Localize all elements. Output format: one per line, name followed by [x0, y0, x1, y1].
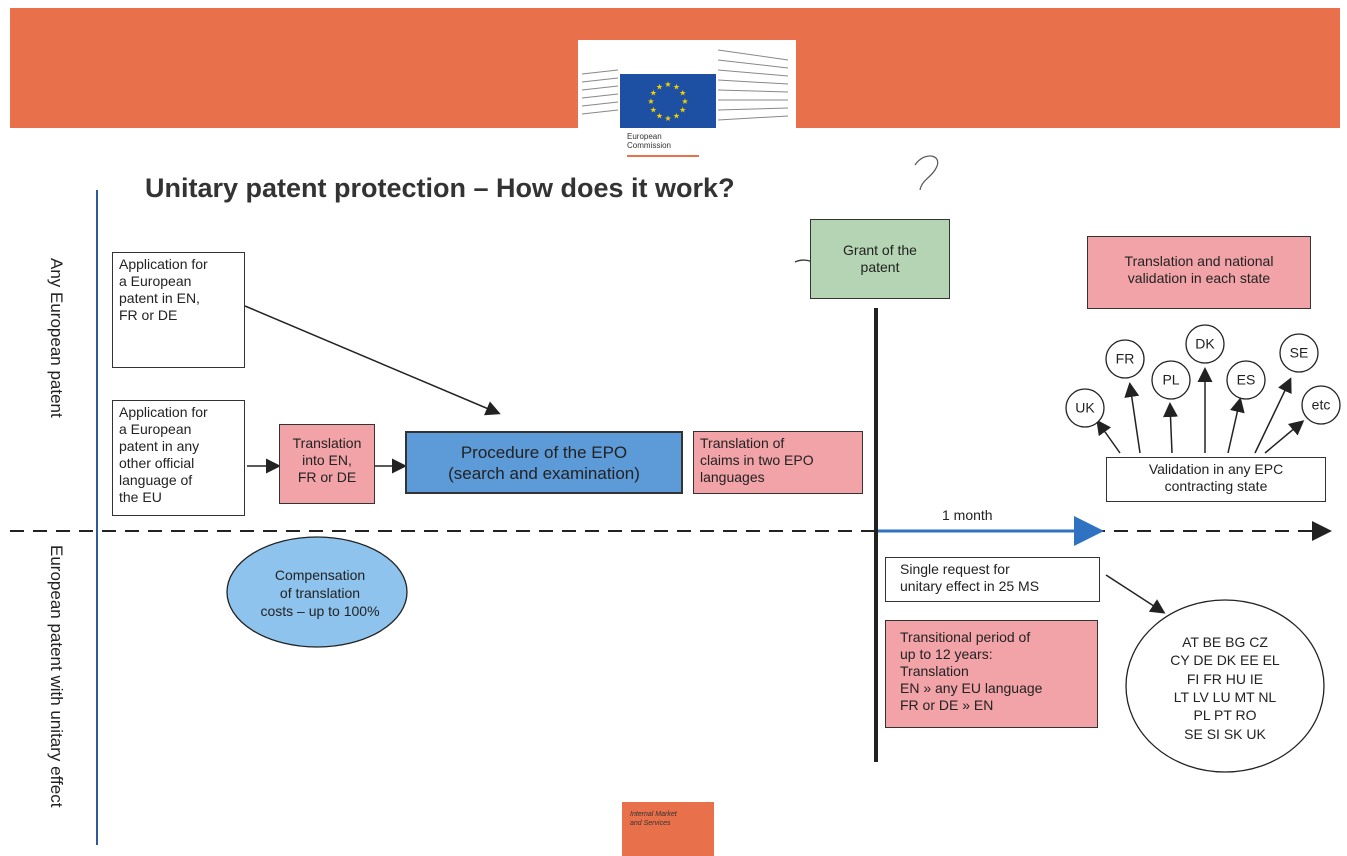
- state-label-pl: PL: [1162, 372, 1179, 388]
- state-circle-etc: [1301, 385, 1341, 425]
- application-en-fr-de-box: Application for a European patent in EN,…: [112, 252, 245, 368]
- flag-star: ★: [673, 82, 680, 91]
- national-line1: Translation and national: [1124, 253, 1274, 269]
- logo-text: European Commission: [627, 132, 671, 150]
- app-en-line2: a European: [119, 273, 192, 289]
- transitional-period-box: Transitional period of up to 12 years: T…: [885, 620, 1098, 728]
- ms-row-6: SE SI SK UK: [1184, 726, 1266, 742]
- translation-into-line2: into EN,: [302, 452, 352, 468]
- app-other-line6: the EU: [119, 489, 162, 505]
- logo-line2: Commission: [627, 141, 672, 150]
- transitional-line1: Transitional period of: [900, 629, 1031, 645]
- flag-star: ★: [673, 112, 680, 121]
- building-icon: [581, 49, 789, 121]
- app-en-line4: FR or DE: [119, 307, 178, 323]
- state-circle-es: [1226, 360, 1266, 400]
- single-request-box: Single request for unitary effect in 25 …: [885, 557, 1100, 602]
- state-circle-pl: [1151, 360, 1191, 400]
- footer-block: [622, 802, 714, 856]
- request-line2: unitary effect in 25 MS: [900, 578, 1040, 594]
- state-circle-uk: [1065, 388, 1105, 428]
- ms-row-2: CY DE DK EE EL: [1170, 652, 1280, 668]
- transitional-line2: up to 12 years:: [900, 646, 993, 662]
- compensation-ellipse: [226, 536, 408, 648]
- flag-star: ★: [650, 89, 657, 98]
- validation-line1: Validation in any EPC: [1148, 461, 1284, 477]
- state-circle-se: [1279, 333, 1319, 373]
- epo-line1: Procedure of the EPO: [460, 443, 628, 462]
- claims-line1: Translation of: [700, 435, 785, 451]
- translation-into-box: Translation into EN, FR or DE: [279, 424, 375, 504]
- member-states-circle: [1125, 599, 1325, 773]
- state-label-etc: etc: [1312, 397, 1331, 413]
- state-label-uk: UK: [1075, 400, 1095, 416]
- eu-flag-icon: ★★★★★★★★★★★★: [620, 74, 716, 128]
- national-line2: validation in each state: [1127, 270, 1271, 286]
- arrow-request-to-ms: [1105, 574, 1166, 614]
- state-circle-fr: [1105, 339, 1145, 379]
- logo-line1: European: [627, 132, 662, 141]
- translation-claims-box: Translation of claims in two EPO languag…: [693, 431, 863, 494]
- flag-star: ★: [664, 114, 671, 123]
- validation-line2: contracting state: [1164, 478, 1268, 494]
- transitional-line4: EN » any EU language: [900, 680, 1043, 696]
- footer-line1: Internal Market: [630, 811, 677, 818]
- flag-star: ★: [650, 106, 657, 115]
- state-label-fr: FR: [1116, 351, 1135, 367]
- validation-box: Validation in any EPC contracting state: [1106, 457, 1326, 502]
- compensation-line3: costs – up to 100%: [260, 603, 379, 619]
- app-other-line5: language of: [119, 472, 193, 488]
- footer-text: Internal Market and Services: [630, 810, 677, 828]
- translation-national-box: Translation and national validation in e…: [1087, 236, 1311, 309]
- application-other-language-box: Application for a European patent in any…: [112, 400, 245, 516]
- state-label-se: SE: [1290, 345, 1309, 361]
- epo-line2: (search and examination): [448, 464, 640, 483]
- flag-star: ★: [679, 89, 686, 98]
- arrow-app-to-epo: [244, 305, 501, 416]
- translation-into-line3: FR or DE: [297, 469, 357, 485]
- ms-row-4: LT LV LU MT NL: [1174, 689, 1277, 705]
- page-title: Unitary patent protection – How does it …: [145, 173, 735, 203]
- grant-line2: patent: [860, 259, 900, 275]
- state-label-es: ES: [1237, 372, 1256, 388]
- state-circle-dk: [1185, 324, 1225, 364]
- one-month-label: 1 month: [942, 507, 993, 523]
- app-en-line1: Application for: [119, 256, 208, 272]
- claims-line3: languages: [700, 469, 765, 485]
- flag-star: ★: [647, 97, 654, 106]
- transitional-line5: FR or DE » EN: [900, 697, 994, 713]
- app-other-line1: Application for: [119, 404, 208, 420]
- transitional-line3: Translation: [900, 663, 969, 679]
- translation-into-line1: Translation: [292, 435, 362, 451]
- app-other-line2: a European: [119, 421, 192, 437]
- compensation-line1: Compensation: [275, 567, 365, 583]
- logo-underline: [627, 155, 699, 157]
- question-mark-scribble: [914, 155, 939, 191]
- app-other-line4: other official: [119, 455, 195, 471]
- app-other-line3: patent in any: [119, 438, 200, 454]
- flag-star: ★: [656, 112, 663, 121]
- compensation-line2: of translation: [280, 585, 360, 601]
- flag-star: ★: [656, 82, 663, 91]
- state-label-dk: DK: [1195, 336, 1215, 352]
- flag-star: ★: [664, 80, 671, 89]
- grant-box: Grant of the patent: [810, 219, 950, 299]
- claims-line2: claims in two EPO: [700, 452, 814, 468]
- flag-star: ★: [679, 106, 686, 115]
- app-en-line3: patent in EN,: [119, 290, 200, 306]
- flag-star: ★: [681, 97, 688, 106]
- request-line1: Single request for: [900, 561, 1010, 577]
- ms-row-5: PL PT RO: [1193, 707, 1256, 723]
- ms-row-1: AT BE BG CZ: [1182, 634, 1268, 650]
- footer-line2: and Services: [630, 820, 671, 827]
- epo-procedure-box: Procedure of the EPO (search and examina…: [405, 431, 683, 494]
- grant-line1: Grant of the: [843, 242, 917, 258]
- ms-row-3: FI FR HU IE: [1187, 671, 1263, 687]
